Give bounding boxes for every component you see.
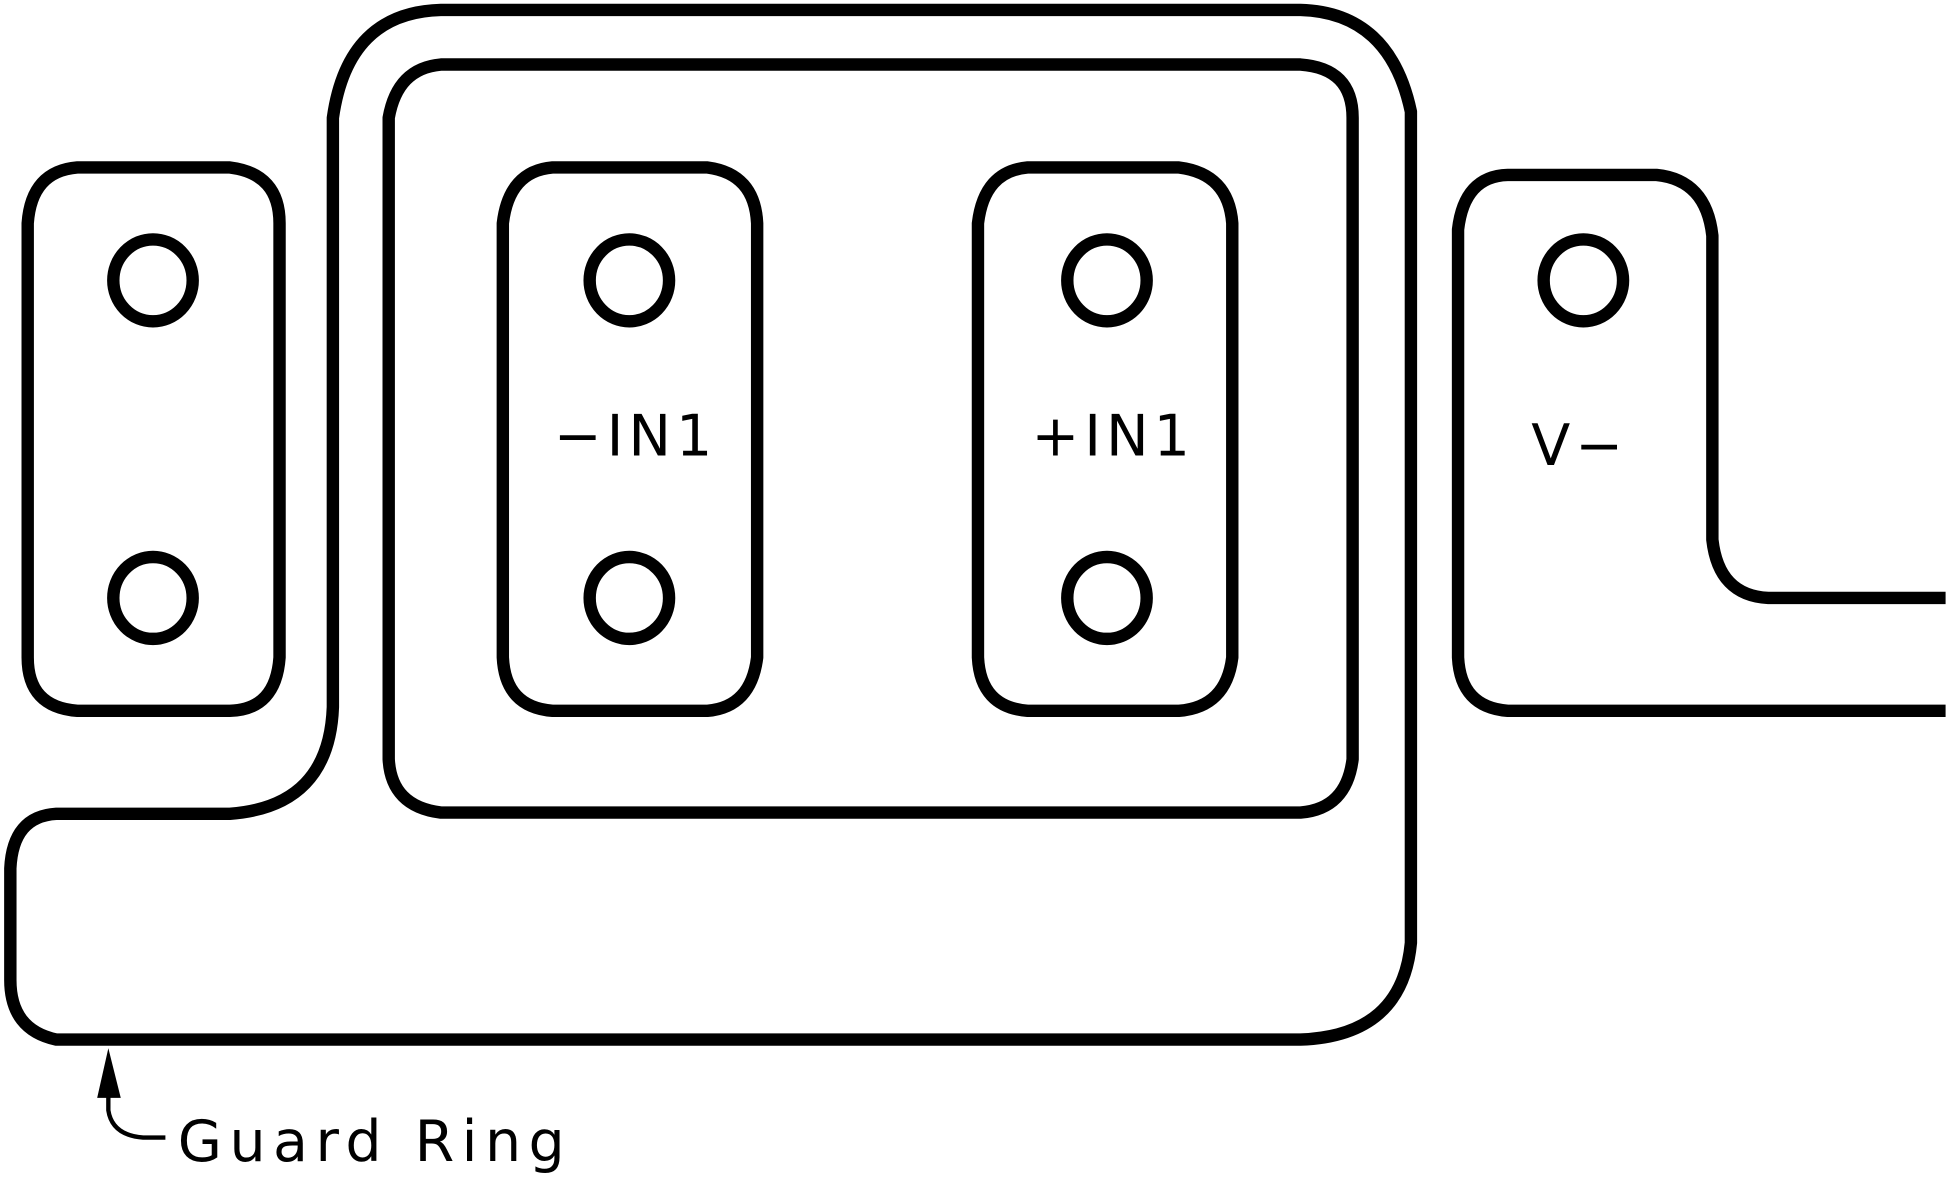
via-hole-icon xyxy=(107,550,199,646)
arrow-icon xyxy=(97,1048,121,1098)
via-hole-icon xyxy=(583,233,676,328)
via-hole-icon xyxy=(107,233,199,328)
via-hole-icon xyxy=(1537,233,1630,328)
guard-ring-annotation: Guard Ring xyxy=(97,1048,572,1175)
left-pad xyxy=(21,161,286,718)
pad-label-negative-supply: V− xyxy=(1531,413,1628,479)
inverting-input-pad: −IN1 xyxy=(496,161,764,718)
pad-label-noninverting-input: +IN1 xyxy=(1031,403,1194,469)
guard-ring-label: Guard Ring xyxy=(178,1109,572,1175)
via-hole-icon xyxy=(583,550,676,646)
guard-ring-outer xyxy=(4,3,1418,1046)
via-hole-icon xyxy=(1061,550,1153,646)
guard-ring-inner xyxy=(382,58,1359,819)
negative-supply-pad: V− xyxy=(1451,168,1946,718)
noninverting-input-pad: +IN1 xyxy=(971,161,1239,718)
via-hole-icon xyxy=(1061,233,1153,328)
pad-label-inverting-input: −IN1 xyxy=(554,403,717,469)
